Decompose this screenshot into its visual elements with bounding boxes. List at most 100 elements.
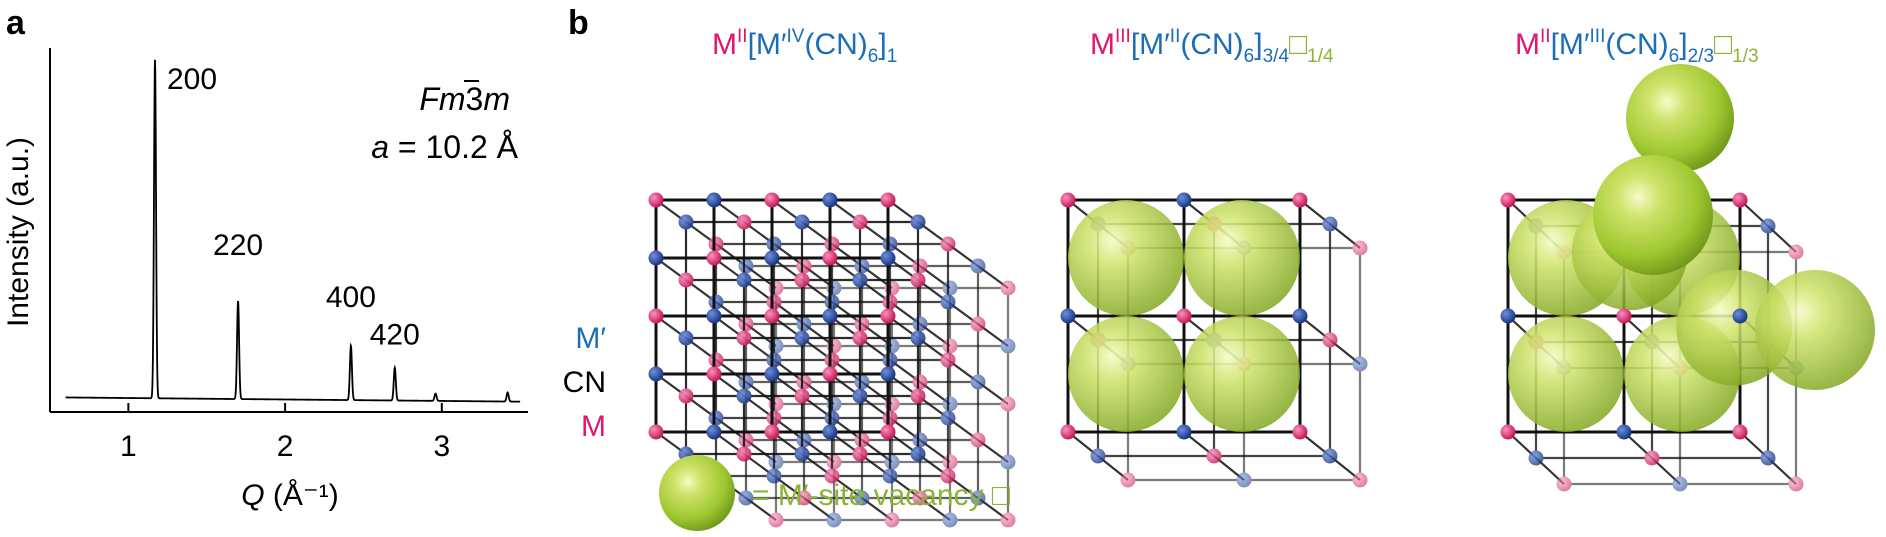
m-atom (910, 388, 926, 404)
m-atom (1644, 450, 1660, 466)
mprime-atom (910, 214, 926, 230)
mprime-atom (912, 432, 928, 448)
panel-a-label: a (6, 4, 26, 42)
mprime-atom (824, 410, 840, 426)
mprime-atom (1000, 338, 1016, 354)
m-atom (648, 308, 664, 324)
m-atom (706, 250, 722, 266)
m-atom (768, 512, 784, 528)
mprime-atom (880, 366, 896, 382)
m-atom (796, 490, 812, 506)
lattice-cube-quarter-vacancy (1060, 192, 1368, 488)
mprime-atom (880, 250, 896, 266)
mprime-atom (706, 192, 722, 208)
m-atom (1352, 240, 1368, 256)
m-atom (854, 316, 870, 332)
mprime-atom (912, 316, 928, 332)
mprime-atom (766, 236, 782, 252)
legend-mprime: M′ (575, 322, 606, 355)
mprime-atom (1760, 218, 1776, 234)
peak-label-400: 400 (326, 281, 376, 314)
m-atom (708, 236, 724, 252)
m-atom (1292, 424, 1308, 440)
vacancy-sphere (1593, 155, 1713, 275)
m-atom (1788, 244, 1804, 260)
mprime-atom (794, 214, 810, 230)
m-atom (880, 308, 896, 324)
mprime-atom (942, 280, 958, 296)
m-atom (796, 374, 812, 390)
m-atom (1000, 280, 1016, 296)
mprime-atom (766, 468, 782, 484)
mprime-atom (736, 272, 752, 288)
m-atom (940, 352, 956, 368)
m-atom (880, 192, 896, 208)
m-atom (736, 330, 752, 346)
mprime-atom (736, 388, 752, 404)
vacancy-sphere (1184, 200, 1300, 316)
y-axis-label: Intensity (a.u.) (2, 137, 35, 327)
mprime-atom (942, 512, 958, 528)
m-atom (912, 258, 928, 274)
mprime-atom (738, 374, 754, 390)
mprime-atom (1176, 424, 1192, 440)
mprime-atom (910, 330, 926, 346)
mprime-atom (766, 352, 782, 368)
vacancy-sphere (1755, 270, 1875, 390)
mprime-atom (794, 330, 810, 346)
m-atom (854, 432, 870, 448)
lattice-layer (1060, 192, 1308, 440)
mprime-atom (882, 468, 898, 484)
mprime-atom (1292, 308, 1308, 324)
mprime-atom (738, 258, 754, 274)
mprime-atom (940, 410, 956, 426)
mprime-atom (764, 250, 780, 266)
vacancy-legend-text: = M′-site vacancy □ (752, 479, 1011, 512)
mprime-atom (1616, 424, 1632, 440)
m-atom (852, 330, 868, 346)
m-atom (678, 272, 694, 288)
legend-m: M (581, 410, 606, 443)
m-atom (1176, 308, 1192, 324)
mprime-atom (970, 490, 986, 506)
m-atom (1732, 424, 1748, 440)
m-atom (1500, 192, 1516, 208)
panel-b-label: b (568, 4, 589, 42)
m-atom (822, 250, 838, 266)
m-atom (1732, 192, 1748, 208)
m-atom (882, 294, 898, 310)
mprime-atom (706, 424, 722, 440)
mprime-atom (1322, 216, 1338, 232)
lattice-parameter-label: a = 10.2 Å (371, 129, 518, 165)
mprime-atom (1090, 448, 1106, 464)
x-axis-label: Q (Å⁻¹) (241, 479, 339, 512)
mprime-atom (678, 330, 694, 346)
lattice-layer (648, 192, 896, 440)
formula-2: MIII[M′II(CN)6]3/4□1/4 (1090, 26, 1334, 67)
mprime-atom (882, 236, 898, 252)
mprime-atom (708, 294, 724, 310)
mprime-atom (738, 490, 754, 506)
m-atom (678, 388, 694, 404)
lattice-layer (708, 236, 956, 484)
m-atom (880, 424, 896, 440)
m-atom (706, 366, 722, 382)
vacancy-sphere (1626, 64, 1734, 172)
mprime-atom (970, 258, 986, 274)
m-atom (764, 192, 780, 208)
vacancy-sphere (1068, 200, 1184, 316)
m-atom (1000, 512, 1016, 528)
m-atom (1060, 192, 1076, 208)
m-atom (794, 272, 810, 288)
m-atom (910, 272, 926, 288)
m-atom (1616, 308, 1632, 324)
space-group-label: Fm3m (419, 81, 510, 117)
m-atom (766, 410, 782, 426)
mprime-atom (822, 192, 838, 208)
m-atom (1000, 396, 1016, 412)
m-atom (942, 454, 958, 470)
m-atom (738, 432, 754, 448)
peak-label-220: 220 (213, 229, 263, 262)
